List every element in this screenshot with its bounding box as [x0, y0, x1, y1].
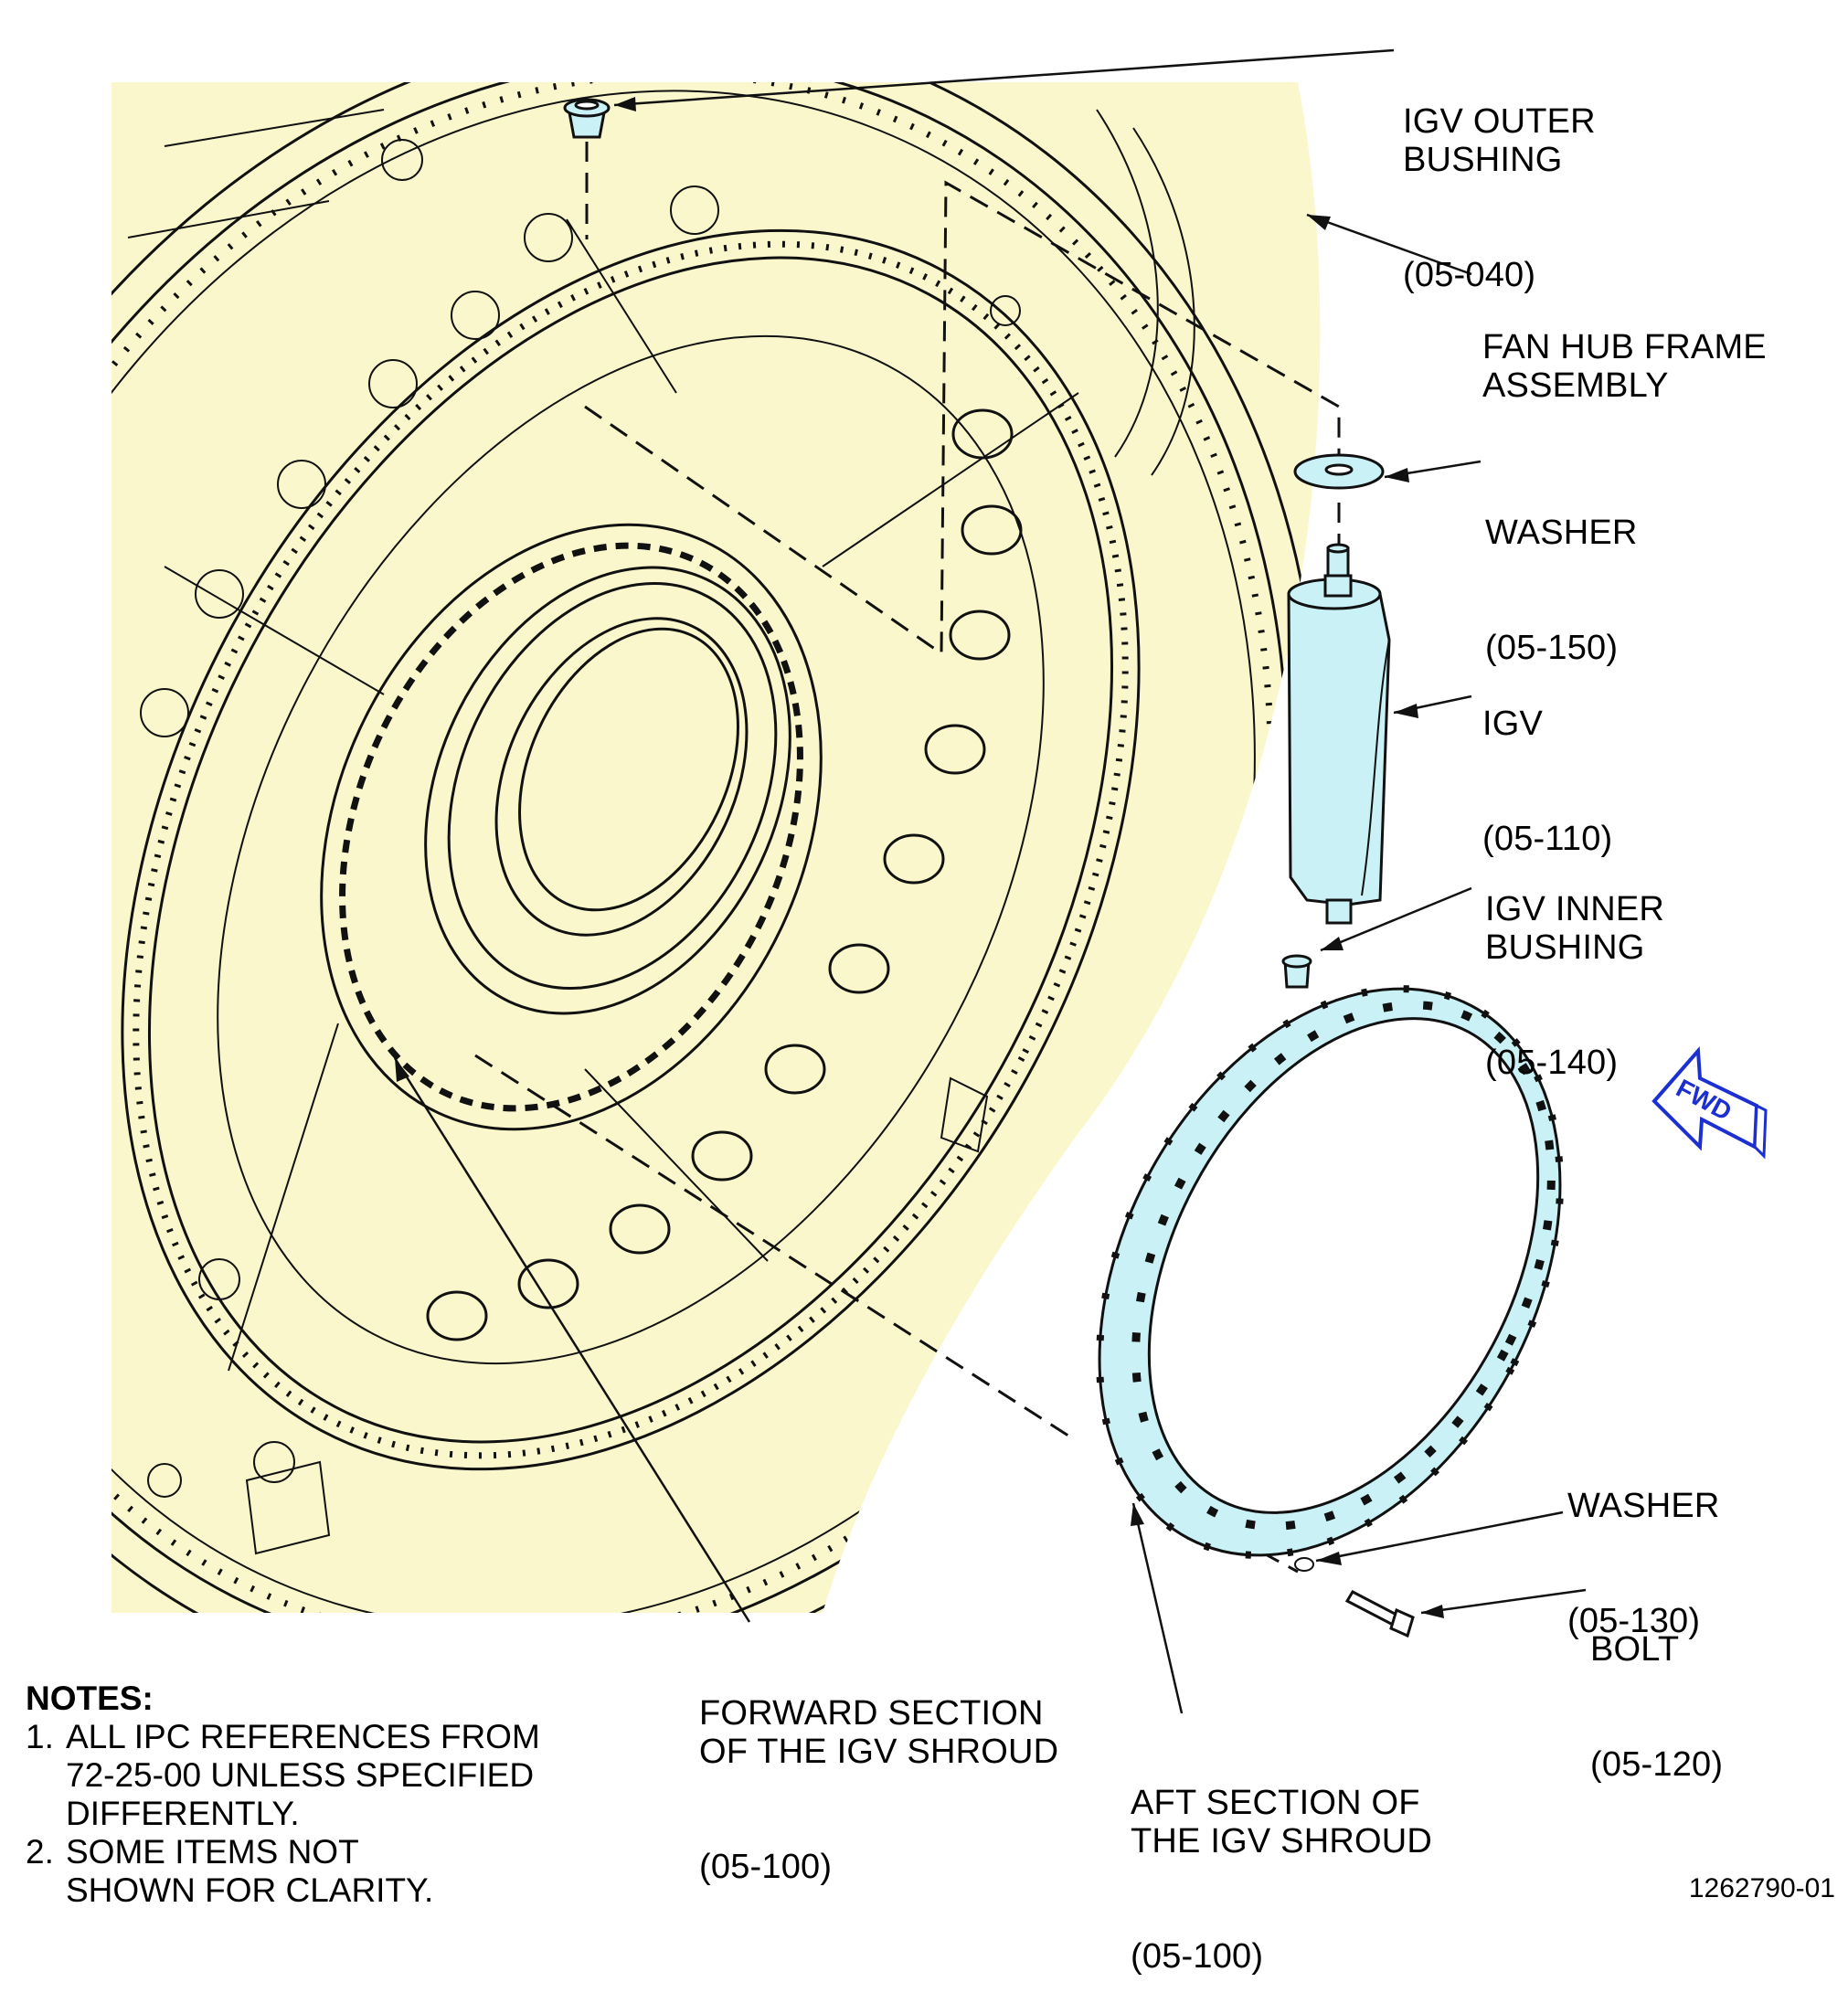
callout-bolt: BOLT (05-120): [1590, 1553, 1723, 1822]
callout-name: IGV: [1482, 705, 1544, 743]
igv-outer-bushing-part: [563, 98, 611, 139]
callout-aft-section-igv-shroud: AFT SECTION OF THE IGV SHROUD (05-100): [1131, 1707, 1432, 2014]
callout-name: FAN HUB FRAME ASSEMBLY: [1482, 328, 1767, 405]
callout-name: AFT SECTION OF THE IGV SHROUD: [1131, 1784, 1433, 1860]
leader-arrowheads: [395, 97, 1444, 1618]
aft-igv-shroud-part: [1096, 985, 1564, 1559]
figure-id: 1262790-01: [1688, 1873, 1835, 1903]
callout-ref: (05-110): [1482, 820, 1613, 858]
callout-ref: (05-130): [1567, 1602, 1701, 1640]
washer-05-130-part: [1294, 1557, 1314, 1572]
callout-name: FORWARD SECTION OF THE IGV SHROUD: [699, 1694, 1059, 1771]
callout-ref: (05-140): [1485, 1044, 1619, 1082]
frame-background: [112, 82, 1321, 1613]
vane-pockets: [426, 408, 1023, 1341]
callout-name: IGV INNER BUSHING: [1485, 890, 1665, 967]
frame-bosses: [140, 139, 1021, 1498]
exploded-view-illustration: FWD: [112, 48, 1768, 1714]
fwd-direction-arrow: FWD: [1652, 1046, 1768, 1160]
hub-bolt-ring-outer: [121, 228, 1141, 1471]
note-text: SOME ITEMS NOT SHOWN FOR CLARITY.: [66, 1833, 434, 1909]
callout-igv-inner-bushing: IGV INNER BUSHING (05-140): [1485, 813, 1664, 1120]
bolt-05-120-part: [1344, 1590, 1415, 1638]
note-number: 2.: [26, 1833, 54, 1871]
callout-name: WASHER: [1567, 1487, 1720, 1525]
callout-ref: (05-150): [1485, 629, 1619, 667]
note-item: 1. ALL IPC REFERENCES FROM 72-25-00 UNLE…: [26, 1718, 540, 1833]
callout-ref: (05-120): [1590, 1745, 1724, 1784]
callout-ref: (05-040): [1403, 256, 1536, 294]
igv-vane-part: [1287, 543, 1391, 925]
notes-block: NOTES: 1. ALL IPC REFERENCES FROM 72-25-…: [26, 1680, 540, 1910]
callout-igv-outer-bushing: IGV OUTER BUSHING (05-040): [1403, 26, 1596, 333]
center-housing-outer: [320, 523, 823, 1131]
callout-ref: (05-100): [1131, 1937, 1264, 1976]
callout-forward-section-igv-shroud: FORWARD SECTION OF THE IGV SHROUD (05-10…: [699, 1617, 1058, 1924]
callout-washer-05-130: WASHER (05-130): [1567, 1410, 1720, 1679]
hub-bolt-ring-inner: [148, 256, 1113, 1444]
bolt-hole-pattern-outer: [133, 240, 1129, 1459]
callout-igv: IGV (05-110): [1482, 628, 1612, 896]
center-housing-bore: [424, 566, 791, 1015]
igv-inner-bushing-part: [1281, 954, 1312, 989]
callout-washer-05-150: WASHER (05-150): [1485, 437, 1638, 705]
callout-ref: (05-100): [699, 1848, 833, 1886]
callout-name: BOLT: [1590, 1630, 1680, 1669]
note-text: ALL IPC REFERENCES FROM 72-25-00 UNLESS …: [66, 1718, 540, 1832]
callout-name: WASHER: [1485, 514, 1638, 552]
leader-lines: [393, 48, 1587, 1714]
callout-name: IGV OUTER BUSHING: [1403, 102, 1596, 179]
note-item: 2. SOME ITEMS NOT SHOWN FOR CLARITY.: [26, 1833, 540, 1910]
notes-title: NOTES:: [26, 1680, 154, 1717]
note-number: 1.: [26, 1718, 54, 1755]
washer-05-150-part: [1293, 453, 1385, 490]
callout-fan-hub-frame-assembly: FAN HUB FRAME ASSEMBLY: [1482, 251, 1767, 443]
